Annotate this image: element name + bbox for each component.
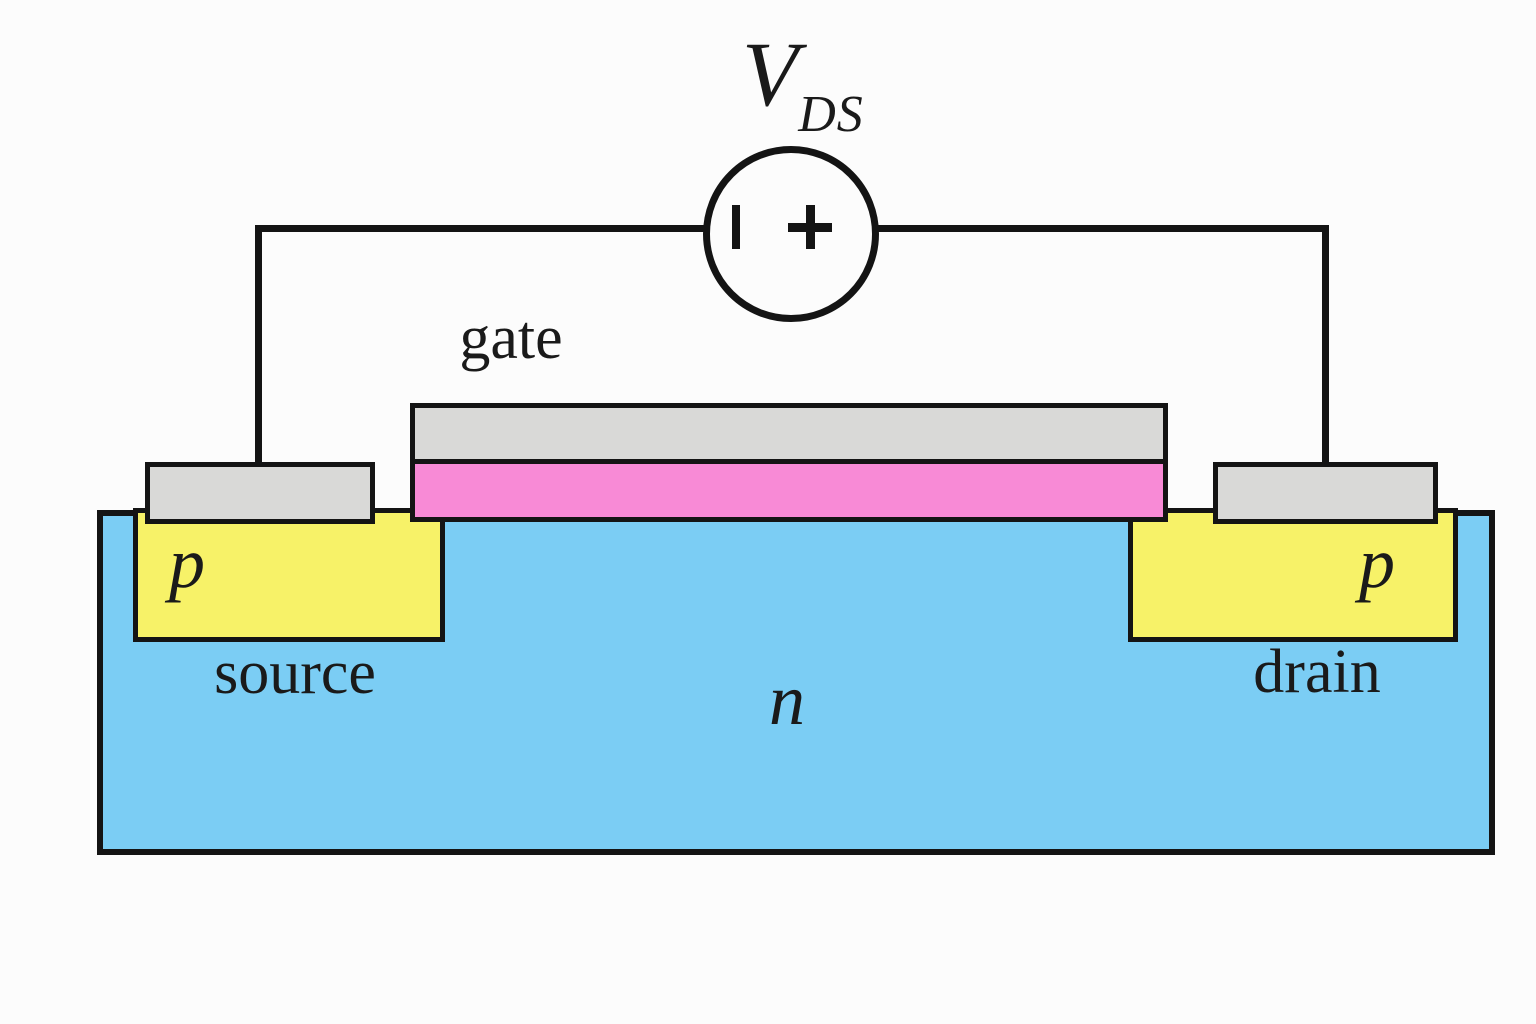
- source-label: source: [214, 639, 376, 707]
- n-substrate-label: n: [769, 660, 805, 740]
- source-p-region: [133, 508, 445, 642]
- gate-metal-layer: [410, 403, 1168, 464]
- wire-source-vertical: [255, 225, 262, 466]
- drain-label: drain: [1253, 638, 1381, 706]
- gate-label: gate: [459, 304, 563, 372]
- vds-subscript: DS: [798, 86, 864, 143]
- negative-terminal-icon: [732, 205, 740, 249]
- vds-symbol: V: [742, 23, 799, 125]
- wire-source-to-vsource-horizontal: [255, 225, 710, 232]
- drain-contact: [1213, 462, 1438, 524]
- wire-vsource-to-drain-horizontal: [858, 225, 1329, 232]
- source-p-label: p: [169, 523, 205, 603]
- source-contact: [145, 462, 375, 524]
- wire-drain-vertical: [1322, 225, 1329, 466]
- voltage-source-circle: [703, 146, 879, 322]
- drain-p-region: [1128, 508, 1458, 642]
- drain-p-label: p: [1359, 523, 1395, 603]
- vds-label: VDS: [742, 28, 864, 141]
